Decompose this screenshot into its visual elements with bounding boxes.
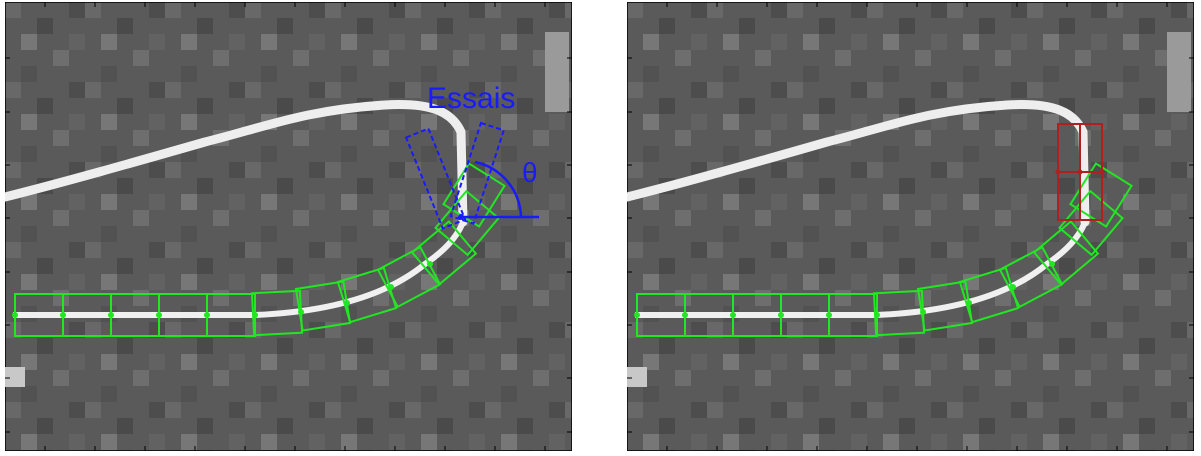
angle-origin — [458, 214, 464, 220]
selected-points — [1055, 169, 1105, 175]
angle-indicator — [461, 160, 539, 219]
track-point — [874, 312, 880, 318]
upper-filament — [0, 100, 468, 227]
selected-boxes — [1057, 123, 1103, 221]
track-point — [156, 312, 162, 318]
tracked-filament — [13, 215, 468, 318]
track-point — [388, 284, 394, 290]
selected-point — [1055, 169, 1061, 175]
track-point — [108, 312, 114, 318]
track-point — [826, 312, 832, 318]
track-point — [344, 300, 350, 306]
bright-blob — [1167, 32, 1191, 112]
track-point — [204, 312, 210, 318]
selected-point — [1099, 169, 1105, 175]
trial-box — [404, 127, 467, 230]
image-background — [626, 1, 1195, 452]
theta-symbol: θ — [522, 157, 538, 188]
left-image: Essais θ — [0, 1, 573, 452]
track-point — [1049, 261, 1055, 267]
bright-blob — [5, 367, 25, 387]
image-background — [4, 1, 573, 452]
right-panel — [622, 1, 1195, 452]
track-box — [1032, 220, 1100, 286]
track-box — [410, 220, 478, 286]
track-point — [730, 312, 736, 318]
right-image — [622, 1, 1195, 452]
trial-label: Essais — [427, 82, 515, 115]
track-point — [12, 312, 18, 318]
track-point — [634, 312, 640, 318]
left-panel: Essais θ — [0, 1, 573, 452]
upper-filament — [622, 100, 1090, 227]
track-point — [298, 309, 304, 315]
track-point — [778, 312, 784, 318]
track-point — [252, 312, 258, 318]
axis-ticks — [5, 2, 572, 451]
bright-blob — [545, 32, 569, 112]
axis-ticks — [627, 2, 1194, 451]
track-point — [920, 309, 926, 315]
trial-boxes — [404, 121, 506, 230]
track-point — [682, 312, 688, 318]
angle-arc — [474, 160, 523, 218]
track-points — [634, 261, 1055, 318]
track-box — [1058, 189, 1124, 257]
selected-point — [1077, 169, 1083, 175]
selected-box — [1079, 171, 1103, 221]
track-points — [12, 261, 433, 318]
track-point — [60, 312, 66, 318]
track-point — [966, 300, 972, 306]
trial-box — [449, 121, 506, 225]
track-box — [1069, 162, 1133, 228]
track-point — [1010, 284, 1016, 290]
track-point — [427, 261, 433, 267]
bright-blob — [627, 367, 647, 387]
tracked-filament — [635, 215, 1090, 318]
